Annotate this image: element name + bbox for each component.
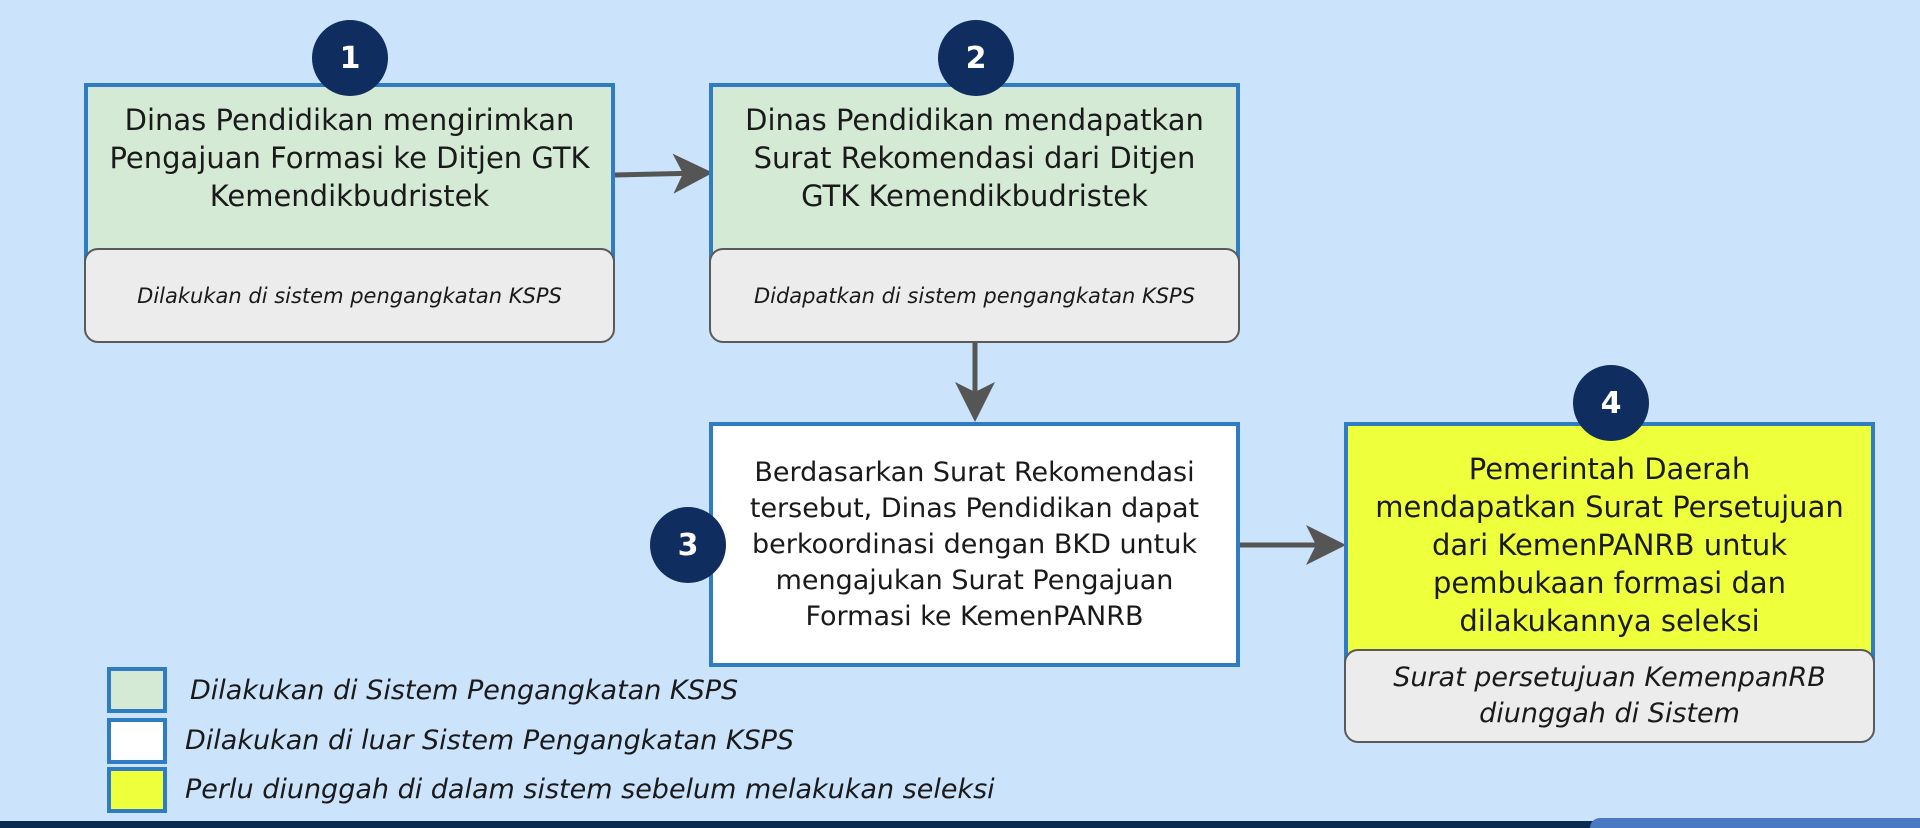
legend-label-upload-required: Perlu diunggah di dalam sistem sebelum m… bbox=[185, 774, 995, 805]
step-1-note-text: Dilakukan di sistem pengangkatan KSPS bbox=[137, 283, 562, 308]
step-2-badge: 2 bbox=[938, 20, 1014, 96]
step-1-badge: 1 bbox=[312, 20, 388, 96]
step-3-box: Berdasarkan Surat Rekomendasi tersebut, … bbox=[709, 422, 1240, 667]
footer-tab bbox=[1590, 818, 1920, 828]
legend-swatch-in-system bbox=[107, 667, 167, 713]
step-2-text: Dinas Pendidikan mendapatkan Surat Rekom… bbox=[745, 103, 1204, 213]
step-2-note-text: Didapatkan di sistem pengangkatan KSPS bbox=[753, 283, 1196, 308]
step-1-note: Dilakukan di sistem pengangkatan KSPS bbox=[84, 248, 615, 343]
step-2-note: Didapatkan di sistem pengangkatan KSPS bbox=[709, 248, 1240, 343]
step-3-badge: 3 bbox=[650, 507, 726, 583]
legend-swatch-upload-required bbox=[107, 767, 167, 813]
step-4-text: Pemerintah Daerah mendapatkan Surat Pers… bbox=[1375, 452, 1844, 638]
step-1-number: 1 bbox=[339, 40, 361, 76]
step-1-box: Dinas Pendidikan mengirimkan Pengajuan F… bbox=[84, 83, 615, 263]
step-4-number: 4 bbox=[1600, 385, 1622, 421]
step-4-note: Surat persetujuan KemenpanRB diunggah di… bbox=[1344, 649, 1875, 743]
step-2-number: 2 bbox=[965, 40, 987, 76]
step-3-number: 3 bbox=[677, 527, 699, 563]
step-3-text: Berdasarkan Surat Rekomendasi tersebut, … bbox=[749, 456, 1200, 632]
legend-swatch-outside-system bbox=[107, 718, 167, 764]
step-4-note-text: Surat persetujuan KemenpanRB diunggah di… bbox=[1393, 662, 1826, 729]
legend-label-in-system: Dilakukan di Sistem Pengangkatan KSPS bbox=[190, 675, 739, 706]
legend-label-outside-system: Dilakukan di luar Sistem Pengangkatan KS… bbox=[185, 725, 795, 756]
step-4-box: Pemerintah Daerah mendapatkan Surat Pers… bbox=[1344, 422, 1875, 668]
step-2-box: Dinas Pendidikan mendapatkan Surat Rekom… bbox=[709, 83, 1240, 263]
step-4-badge: 4 bbox=[1573, 365, 1649, 441]
arrow-step1-to-step2 bbox=[614, 153, 713, 194]
step-1-text: Dinas Pendidikan mengirimkan Pengajuan F… bbox=[109, 103, 590, 213]
footer-bar bbox=[0, 821, 1920, 828]
